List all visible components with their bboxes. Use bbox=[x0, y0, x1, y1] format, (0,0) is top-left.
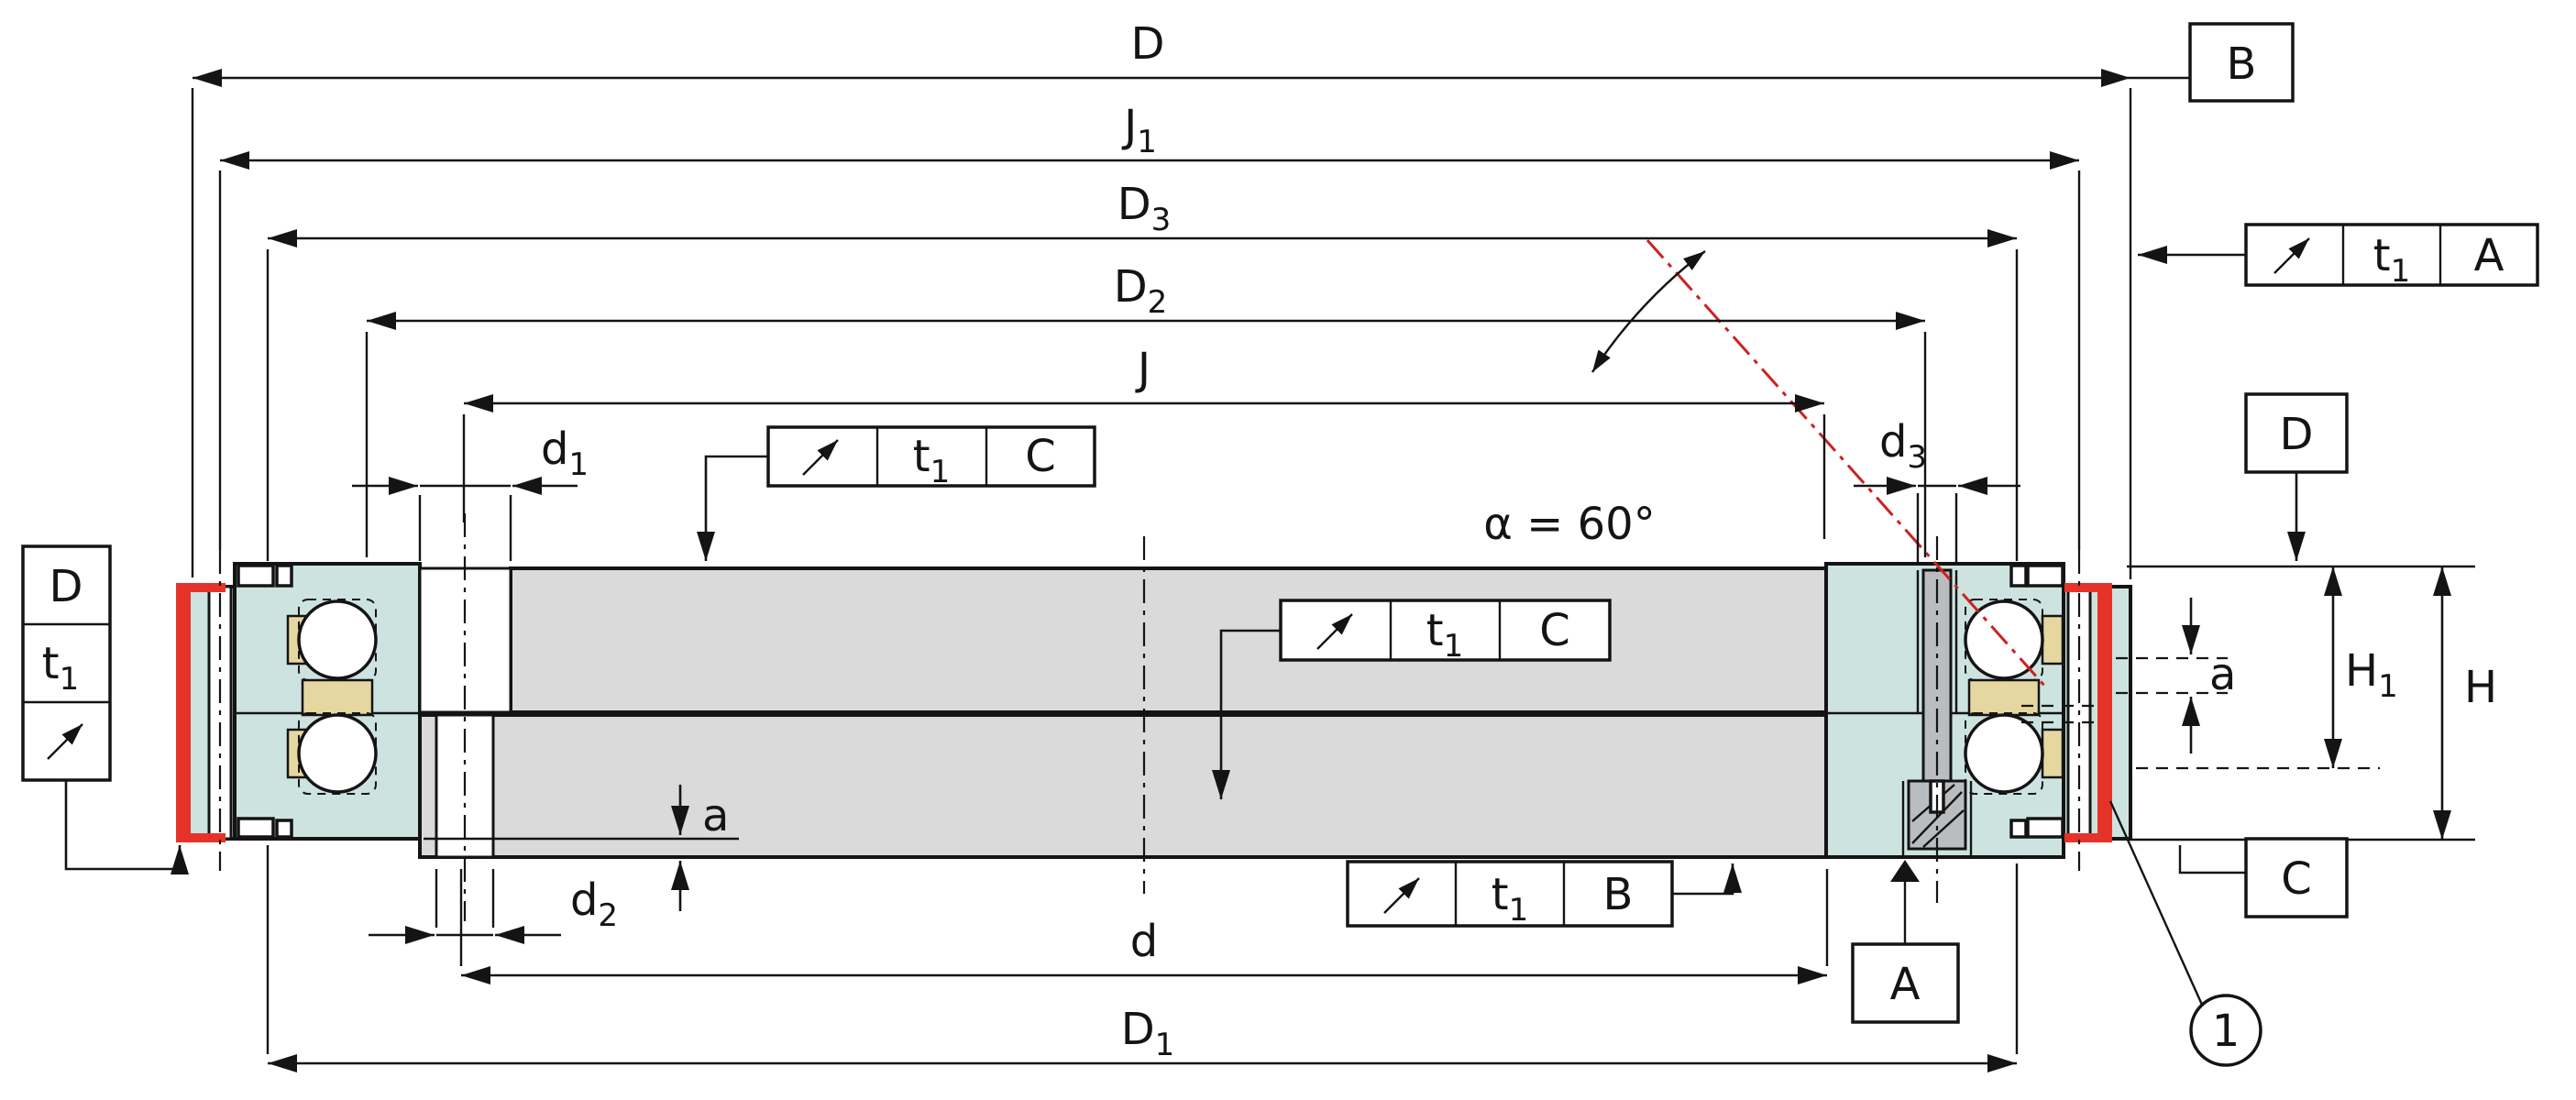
bearing-body bbox=[176, 513, 2132, 921]
left-red-surface bbox=[176, 583, 191, 842]
datum-C-right: C bbox=[2178, 837, 2349, 918]
dimension-H: H bbox=[2127, 565, 2497, 842]
right-top-seal bbox=[2026, 564, 2064, 588]
fcf-tolerance: t1 bbox=[1426, 605, 1463, 665]
datum-triangle bbox=[1890, 860, 1920, 882]
dimension-d: d bbox=[459, 869, 1829, 984]
dimension-D3: D3 bbox=[266, 179, 2019, 561]
fcf-datum-ref: C bbox=[1539, 605, 1570, 656]
right-red-surface-top-tab bbox=[2064, 583, 2097, 592]
circular-runout-icon bbox=[2273, 237, 2310, 274]
upper-ring-band bbox=[509, 566, 1828, 714]
dimension-J1: J1 bbox=[218, 101, 2081, 550]
alpha-label: α = 60° bbox=[1483, 499, 1655, 550]
balloon-circle bbox=[2189, 994, 2262, 1067]
leader bbox=[64, 780, 189, 874]
fcf-tolerance: t1 bbox=[2373, 230, 2410, 290]
circular-runout-icon bbox=[47, 723, 83, 760]
left-red-surface-bottom-tab bbox=[191, 833, 226, 842]
dim-label-a-left: a bbox=[702, 790, 729, 842]
datum-box bbox=[2244, 392, 2349, 474]
datum-label-D: D bbox=[2280, 409, 2314, 460]
datum-label-C: C bbox=[2281, 853, 2312, 905]
datum-label-B: B bbox=[2227, 38, 2257, 90]
dim-label-d2: d2 bbox=[570, 874, 618, 934]
datum-label-A: A bbox=[1890, 959, 1921, 1010]
lower-ring-band bbox=[418, 713, 1828, 859]
dimension-D1: D1 bbox=[266, 845, 2019, 1072]
right-cage-lower bbox=[2041, 728, 2064, 779]
dim-label-a-right: a bbox=[2209, 649, 2236, 700]
dim-label-d1: d1 bbox=[541, 424, 589, 483]
left-bottom-seal bbox=[237, 817, 275, 839]
right-bottom-seal-lip bbox=[2009, 819, 2028, 839]
right-cage-upper bbox=[2041, 614, 2064, 666]
fcf-datum-ref: D bbox=[50, 561, 83, 612]
datum-B: B bbox=[2188, 22, 2295, 103]
dim-label-D3: D3 bbox=[1117, 179, 1172, 238]
right-cage-middle bbox=[1967, 678, 2041, 717]
right-red-surface-bottom-tab bbox=[2064, 833, 2097, 842]
dimension-d3: d3 bbox=[1854, 416, 2020, 563]
left-lower-ball bbox=[297, 713, 378, 794]
balloon-leader bbox=[2108, 800, 2204, 1006]
dim-label-H1: H1 bbox=[2345, 645, 2398, 705]
right-top-seal-lip bbox=[2009, 564, 2028, 588]
circular-runout-icon bbox=[1316, 613, 1353, 650]
fcf-middle: t1 C bbox=[1212, 599, 1612, 799]
leader bbox=[1212, 629, 1281, 799]
contact-angle-arc bbox=[1591, 250, 1706, 373]
dim-label-J: J bbox=[1135, 344, 1150, 395]
leader bbox=[697, 455, 768, 561]
fcf-tolerance: t1 bbox=[1492, 869, 1528, 929]
circular-runout-icon bbox=[802, 439, 839, 476]
right-bottom-seal bbox=[2026, 817, 2064, 839]
fcf-datum-ref: B bbox=[1603, 869, 1634, 920]
left-cage-middle bbox=[301, 678, 374, 717]
dim-label-D1: D1 bbox=[1121, 1004, 1175, 1063]
right-lower-ball bbox=[1964, 713, 2044, 794]
fcf-tolerance: t1 bbox=[913, 431, 950, 490]
balloon-label: 1 bbox=[2212, 1006, 2240, 1057]
dimension-H1: H1 bbox=[2136, 566, 2398, 770]
right-red-surface bbox=[2097, 583, 2112, 842]
dimension-a-right: a bbox=[2116, 598, 2236, 754]
datum-box bbox=[2244, 837, 2349, 918]
dimension-d1: d1 bbox=[352, 424, 589, 561]
leader bbox=[1672, 864, 1742, 896]
left-upper-ball bbox=[297, 600, 378, 680]
left-bottom-seal-lip bbox=[275, 819, 293, 839]
fcf-datum-ref: C bbox=[1025, 431, 1056, 482]
left-top-seal bbox=[237, 564, 275, 588]
dimension-D: D bbox=[191, 18, 2190, 579]
dim-label-J1: J1 bbox=[1121, 101, 1157, 160]
fcf-lower-middle: t1 B bbox=[1346, 860, 1742, 929]
left-red-surface-top-tab bbox=[191, 583, 226, 592]
dimension-J: J bbox=[462, 344, 1826, 539]
fcf-datum-ref: A bbox=[2474, 230, 2504, 281]
dim-label-d3: d3 bbox=[1879, 416, 1927, 476]
datum-box bbox=[1851, 942, 1960, 1024]
screw-head-hatch-3 bbox=[1922, 809, 1965, 848]
circular-runout-icon bbox=[1383, 877, 1420, 914]
datum-D-right: D bbox=[2244, 392, 2349, 561]
dim-label-d: d bbox=[1130, 916, 1158, 967]
fcf-top-right: t1 A bbox=[2138, 223, 2539, 290]
dim-label-D: D bbox=[1131, 18, 1165, 70]
connector bbox=[2178, 845, 2246, 874]
fcf-tolerance: t1 bbox=[42, 638, 79, 698]
dim-label-D2: D2 bbox=[1114, 261, 1168, 321]
dimension-a-left: a bbox=[424, 785, 739, 911]
datum-A-bottom: A bbox=[1851, 860, 1960, 1024]
dimension-d2: d2 bbox=[369, 869, 618, 944]
fixing-screw bbox=[1901, 568, 1973, 857]
dimension-D2: D2 bbox=[365, 261, 1927, 557]
balloon-1: 1 bbox=[2108, 800, 2262, 1067]
datum-box bbox=[2188, 22, 2295, 103]
dim-label-H: H bbox=[2464, 662, 2497, 713]
left-top-seal-lip bbox=[275, 564, 293, 588]
fcf-left-vertical: D t1 bbox=[21, 544, 189, 874]
fcf-upper-middle: t1 C bbox=[697, 425, 1096, 561]
